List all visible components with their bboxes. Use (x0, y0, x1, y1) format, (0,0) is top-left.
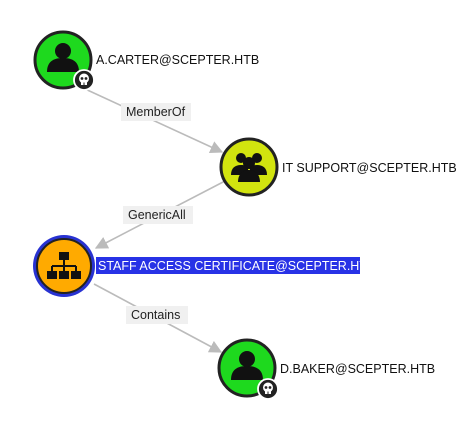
edge-label-background (123, 206, 193, 224)
node-it-support[interactable]: IT SUPPORT@SCEPTER.HTB (219, 137, 457, 197)
edge-memberof[interactable]: MemberOf (82, 87, 224, 153)
edge-contains[interactable]: Contains (93, 283, 223, 353)
node-d-baker[interactable]: D.BAKER@SCEPTER.HTB (217, 338, 435, 400)
node-label[interactable]: IT SUPPORT@SCEPTER.HTB (282, 161, 457, 175)
node-staff-access-certificate[interactable]: STAFF ACCESS CERTIFICATE@SCEPTER.HTB (33, 235, 375, 297)
node-a-carter[interactable]: A.CARTER@SCEPTER.HTB (33, 30, 259, 91)
edge-label[interactable]: GenericAll (128, 208, 186, 222)
node-label[interactable]: A.CARTER@SCEPTER.HTB (96, 53, 259, 67)
user-icon (231, 351, 263, 380)
edge-label-background (126, 306, 188, 324)
node-label[interactable]: STAFF ACCESS CERTIFICATE@SCEPTER.HTB (98, 259, 375, 273)
node-label-highlight (96, 257, 360, 274)
org-chart-icon (47, 252, 81, 279)
group-icon (231, 153, 267, 182)
edge-label-background (121, 103, 191, 121)
edge-label[interactable]: Contains (131, 308, 180, 322)
user-icon (47, 43, 79, 72)
node-label[interactable]: D.BAKER@SCEPTER.HTB (280, 362, 435, 376)
skull-icon (73, 69, 95, 91)
edge-genericall[interactable]: GenericAll (94, 180, 226, 249)
edge-label[interactable]: MemberOf (126, 105, 186, 119)
skull-icon (257, 378, 279, 400)
